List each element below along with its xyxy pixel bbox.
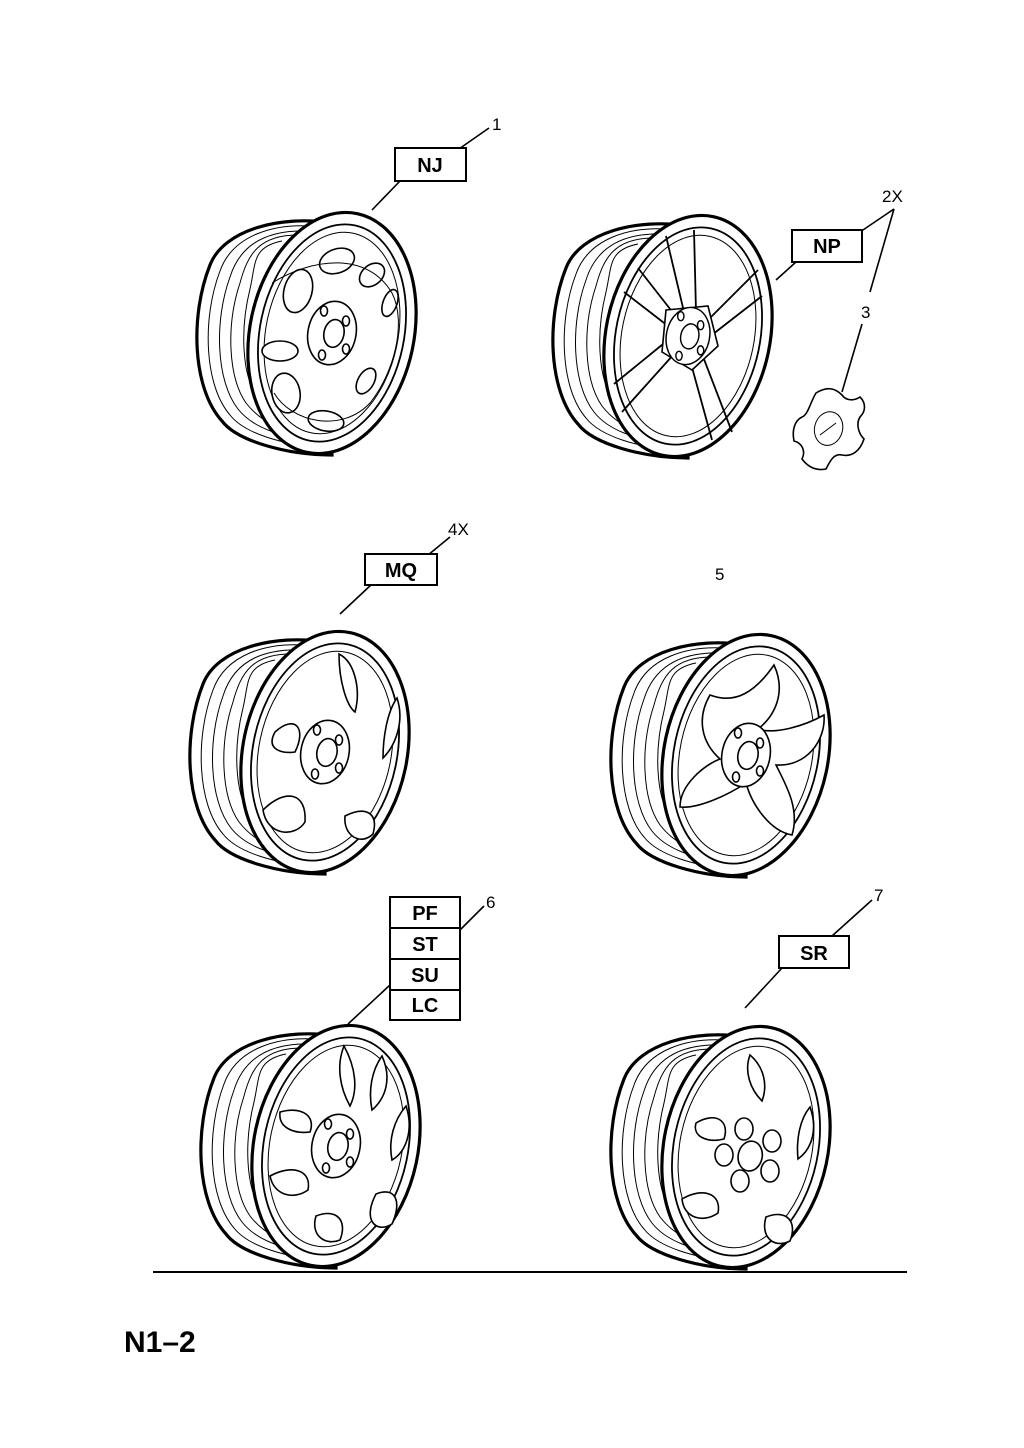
wheel-5	[609, 617, 854, 893]
callout-7: 7	[874, 886, 883, 905]
callout-1: 1	[492, 115, 501, 134]
wheel-6	[199, 1008, 444, 1284]
callout-3: 3	[861, 303, 870, 322]
code-sr: SR	[800, 943, 828, 965]
wheel-4x	[188, 614, 433, 890]
code-su: SU	[411, 965, 439, 987]
code-pf: PF	[412, 903, 438, 925]
code-stack-6: PF ST SU LC	[389, 896, 461, 1021]
wheel-1	[195, 195, 440, 471]
code-st: ST	[412, 934, 438, 956]
wheel-2x	[551, 198, 796, 474]
code-nj: NJ	[417, 155, 443, 177]
code-lc: LC	[412, 995, 439, 1017]
page-label: N1–2	[124, 1326, 196, 1359]
callout-4x: 4X	[448, 520, 469, 539]
code-box-mq: MQ	[364, 553, 438, 586]
callout-2x: 2X	[882, 187, 903, 206]
code-box-nj: NJ	[394, 147, 467, 182]
center-cap	[792, 387, 866, 471]
code-mq: MQ	[385, 560, 417, 582]
callout-5: 5	[715, 565, 724, 584]
code-np: NP	[813, 236, 841, 258]
wheel-7	[609, 1009, 854, 1285]
callout-6: 6	[486, 893, 495, 912]
code-box-sr: SR	[778, 935, 850, 969]
code-box-np: NP	[791, 229, 863, 263]
